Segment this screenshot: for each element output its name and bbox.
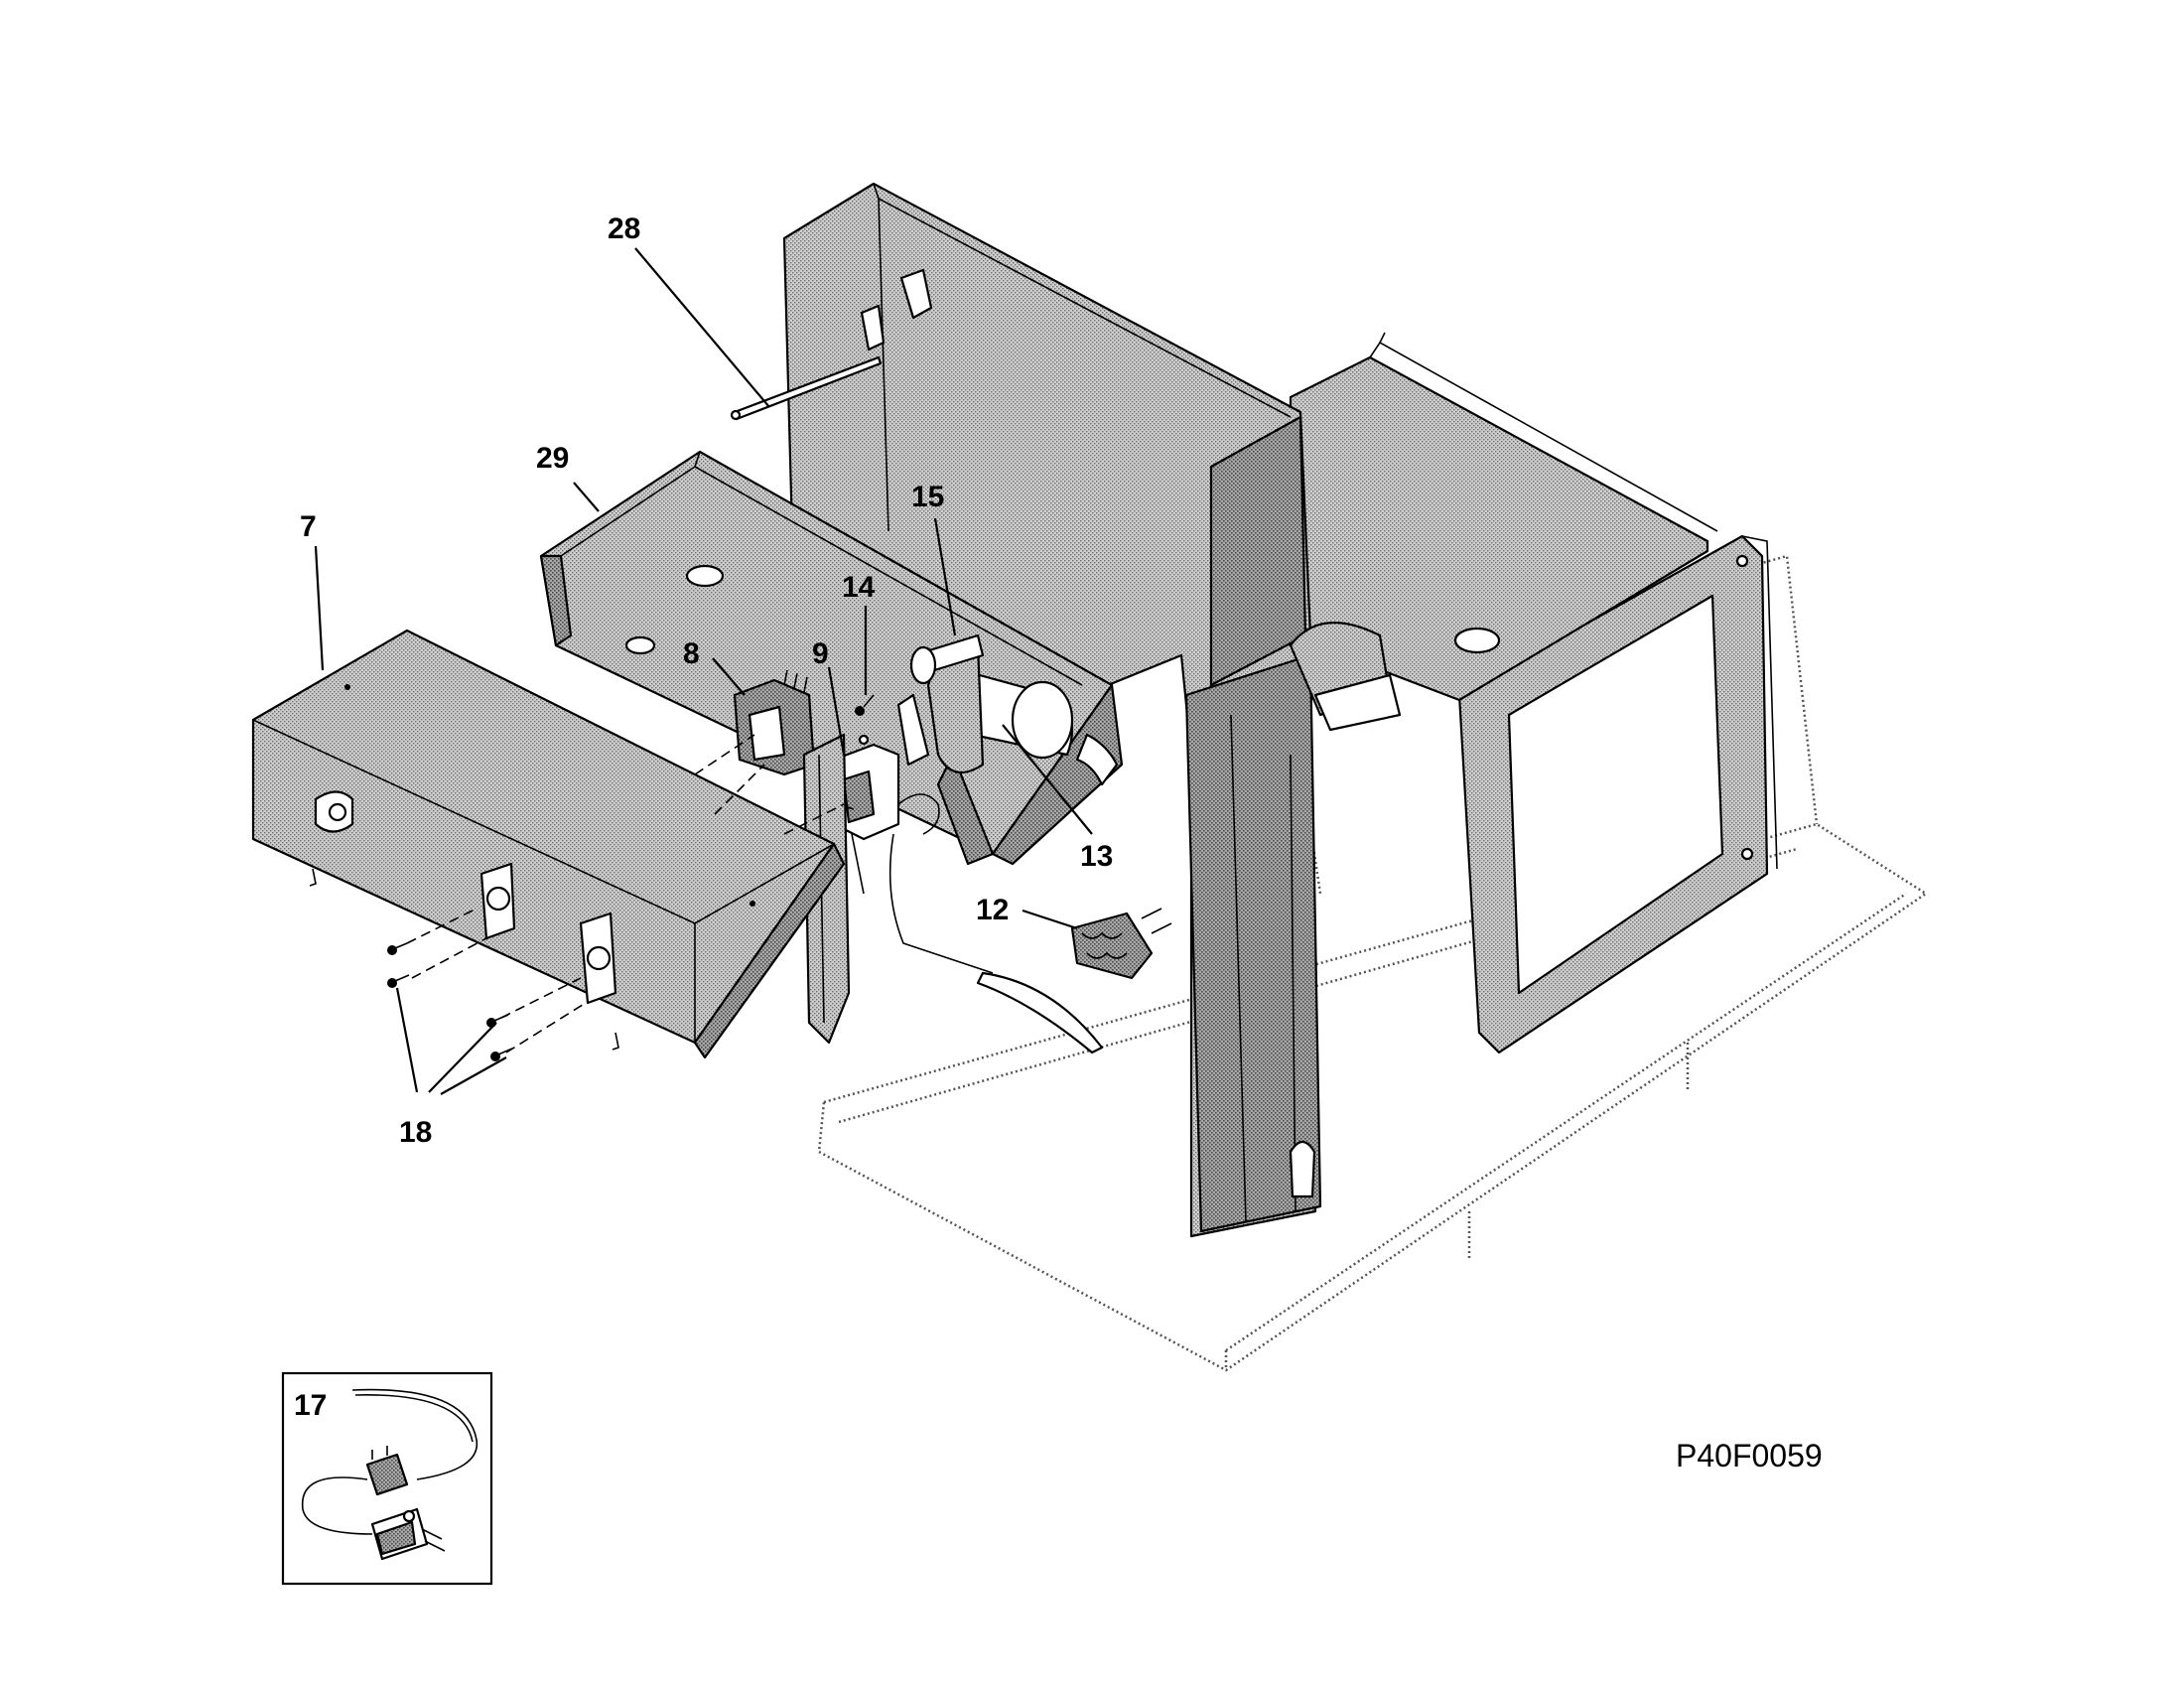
front-cover-7: [251, 629, 846, 1059]
motor-bracket-15: [896, 633, 985, 767]
alignment-lines: [406, 734, 845, 1053]
screws-part-18: [387, 942, 513, 1061]
callout-28: 28: [608, 212, 640, 245]
callout-13: 13: [1080, 840, 1113, 873]
drawing-code: P40F0059: [1676, 1438, 1823, 1474]
motor-part-13: [926, 642, 1074, 774]
callout-7: 7: [300, 510, 317, 543]
callout-15: 15: [911, 481, 944, 513]
leader-lines: [314, 247, 1093, 1095]
callout-14: 14: [842, 571, 876, 604]
callout-9: 9: [812, 637, 829, 670]
shaft-part-28: [730, 355, 883, 421]
callout-12: 12: [976, 894, 1009, 926]
callout-29: 29: [536, 442, 569, 475]
callout-18: 18: [399, 1116, 432, 1149]
center-divider-panel: [782, 182, 1402, 1238]
rear-frame-panel: [1457, 534, 1778, 1054]
callout-8: 8: [683, 637, 700, 670]
callout-17: 17: [294, 1389, 327, 1422]
screw-part-14: [855, 694, 875, 716]
wire-harness-12: [888, 833, 1172, 1054]
inset-power-cord: 17: [281, 1371, 493, 1586]
callout-labels: 28 29 7 15 14 8 9 13 12 18: [300, 212, 1113, 1149]
